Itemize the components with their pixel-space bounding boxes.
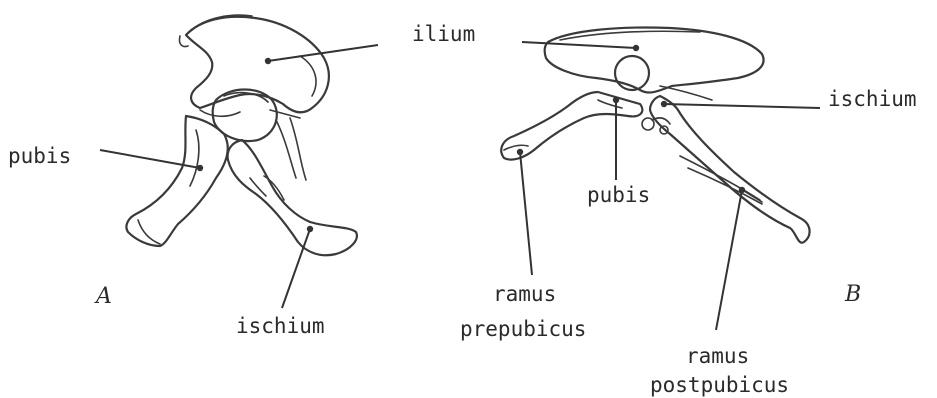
label-ramus-prepubicus-1: ramus [493,283,556,305]
label-ischium-b: ischium [828,88,917,110]
pubis-a-outline [126,116,227,246]
leaders-a [100,45,378,308]
figure-letter-a: A [96,284,112,309]
pelvis-b-drawing [501,28,809,243]
leaders-b [517,42,820,330]
label-ilium-a: ilium [412,23,475,45]
label-ramus-postpubicus-1: ramus [686,345,749,367]
figure-letter-b: B [845,282,861,307]
ischium-a-outline [228,140,357,255]
ilium-a-outline [186,17,329,113]
ischium-b-outline [650,96,810,243]
pelvis-a-drawing [126,15,356,255]
pubis-b-outline [501,92,642,160]
acetabulum-b [615,56,649,90]
label-ramus-prepubicus-2: prepubicus [460,318,586,340]
label-pubis-a: pubis [8,145,71,167]
label-ramus-postpubicus-2: postpubicus [650,374,789,396]
label-ischium-a: ischium [236,315,325,337]
label-pubis-b: pubis [587,184,650,206]
